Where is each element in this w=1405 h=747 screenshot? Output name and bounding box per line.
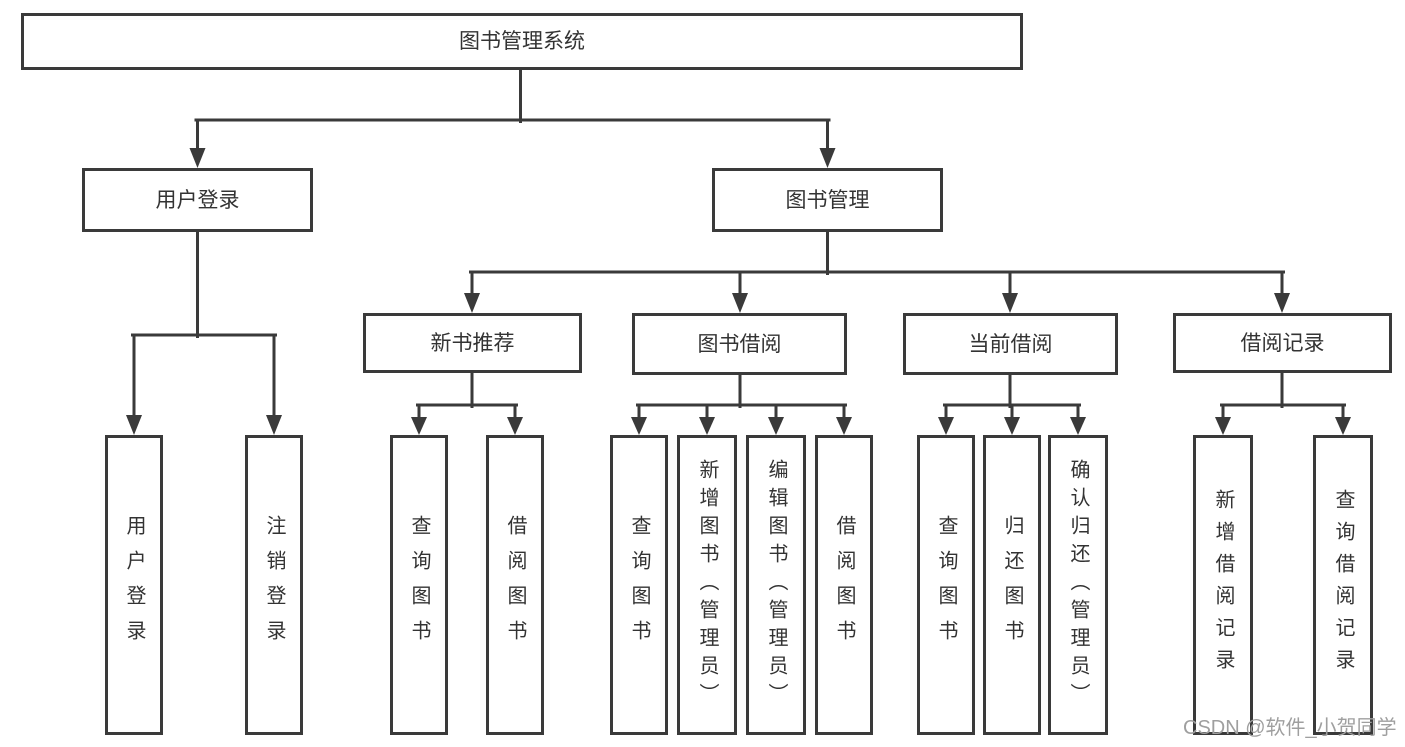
node-book-management-label: 图书管理 — [785, 188, 870, 212]
leaf-query-book-borrow-label: 查询图书 — [628, 515, 650, 655]
leaf-logout-label: 注销登录 — [263, 515, 285, 655]
node-book-borrow-label: 图书借阅 — [697, 332, 782, 356]
arrowhead — [464, 293, 480, 313]
leaf-query-book-borrow: 查询图书 — [610, 435, 668, 735]
leaf-query-borrow-record-label: 查询借阅记录 — [1332, 489, 1354, 681]
node-root: 图书管理系统 — [21, 13, 1023, 70]
edge-user-login-to-leaves — [126, 230, 282, 435]
leaf-confirm-return-admin: 确认归还（管理员） — [1048, 435, 1108, 735]
arrowhead — [631, 417, 647, 435]
leaf-return-book: 归还图书 — [983, 435, 1041, 735]
leaf-borrow-book: 借阅图书 — [815, 435, 873, 735]
arrowhead — [266, 415, 282, 435]
edge-book-mgmt-to-level3 — [464, 230, 1290, 313]
node-root-label: 图书管理系统 — [459, 30, 585, 53]
node-current-borrow-label: 当前借阅 — [968, 332, 1053, 356]
arrowhead — [938, 417, 954, 435]
node-new-book-recommend: 新书推荐 — [363, 313, 582, 373]
edge-root-to-level2 — [189, 68, 836, 168]
leaf-add-borrow-record: 新增借阅记录 — [1193, 435, 1253, 735]
leaf-logout: 注销登录 — [245, 435, 303, 735]
node-borrow-records-label: 借阅记录 — [1240, 331, 1325, 355]
leaf-borrow-book-recommend: 借阅图书 — [486, 435, 544, 735]
edge-current-borrow-to-leaves — [938, 373, 1086, 435]
leaf-borrow-book-label: 借阅图书 — [833, 515, 855, 655]
leaf-query-borrow-record: 查询借阅记录 — [1313, 435, 1373, 735]
watermark: CSDN @软件_小贺同学 — [1183, 717, 1397, 739]
leaf-borrow-book-recommend-label: 借阅图书 — [504, 515, 526, 655]
arrowhead — [1335, 417, 1351, 435]
arrowhead — [126, 415, 142, 435]
leaf-edit-book-admin-label: 编辑图书（管理员） — [765, 459, 787, 711]
arrowhead — [189, 148, 206, 168]
node-book-management: 图书管理 — [712, 168, 943, 232]
arrowhead — [732, 293, 748, 313]
node-user-login: 用户登录 — [82, 168, 313, 232]
leaf-add-book-admin-label: 新增图书（管理员） — [696, 459, 718, 711]
edge-new-book-rec-to-leaves — [411, 371, 523, 435]
leaf-query-book-current-label: 查询图书 — [935, 515, 957, 655]
leaf-user-login-label: 用户登录 — [123, 515, 145, 655]
arrowhead — [1215, 417, 1231, 435]
node-new-book-recommend-label: 新书推荐 — [430, 331, 515, 355]
leaf-query-book-recommend-label: 查询图书 — [408, 515, 430, 655]
arrowhead — [768, 417, 784, 435]
arrowhead — [699, 417, 715, 435]
arrowhead — [819, 148, 836, 168]
leaf-confirm-return-admin-label: 确认归还（管理员） — [1067, 459, 1089, 711]
arrowhead — [1004, 417, 1020, 435]
arrowhead — [507, 417, 523, 435]
leaf-add-book-admin: 新增图书（管理员） — [677, 435, 737, 735]
node-borrow-records: 借阅记录 — [1173, 313, 1392, 373]
leaf-query-book-current: 查询图书 — [917, 435, 975, 735]
edge-book-borrow-to-leaves — [631, 373, 852, 435]
leaf-return-book-label: 归还图书 — [1001, 515, 1023, 655]
node-book-borrow: 图书借阅 — [632, 313, 847, 375]
arrowhead — [1002, 293, 1018, 313]
arrowhead — [836, 417, 852, 435]
arrowhead — [1070, 417, 1086, 435]
leaf-user-login: 用户登录 — [105, 435, 163, 735]
arrowhead — [1274, 293, 1290, 313]
leaf-add-borrow-record-label: 新增借阅记录 — [1212, 489, 1234, 681]
node-current-borrow: 当前借阅 — [903, 313, 1118, 375]
leaf-edit-book-admin: 编辑图书（管理员） — [746, 435, 806, 735]
arrowhead — [411, 417, 427, 435]
leaf-query-book-recommend: 查询图书 — [390, 435, 448, 735]
node-user-login-label: 用户登录 — [155, 188, 240, 212]
edge-borrow-record-to-leaves — [1215, 371, 1351, 435]
